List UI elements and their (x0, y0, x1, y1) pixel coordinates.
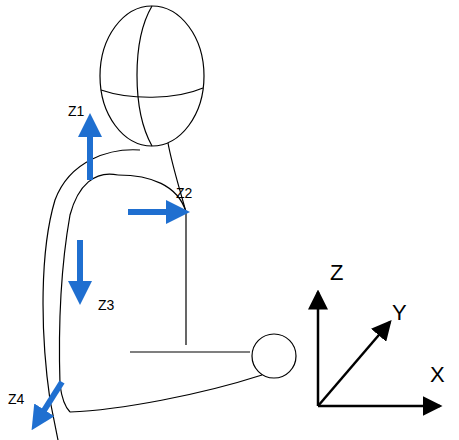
frame-axis-label: Z (330, 262, 343, 284)
segment-axis-label: Z3 (98, 298, 114, 312)
person-outline (43, 6, 296, 440)
reference-frame (318, 292, 440, 406)
frame-axis-label: Y (392, 302, 407, 324)
axis-arrows (38, 125, 178, 420)
frame-axis-label: X (430, 364, 445, 386)
segment-axis-label: Z2 (176, 186, 192, 200)
segment-axis-label: Z4 (8, 392, 24, 406)
segment-axis-label: Z1 (68, 104, 84, 118)
